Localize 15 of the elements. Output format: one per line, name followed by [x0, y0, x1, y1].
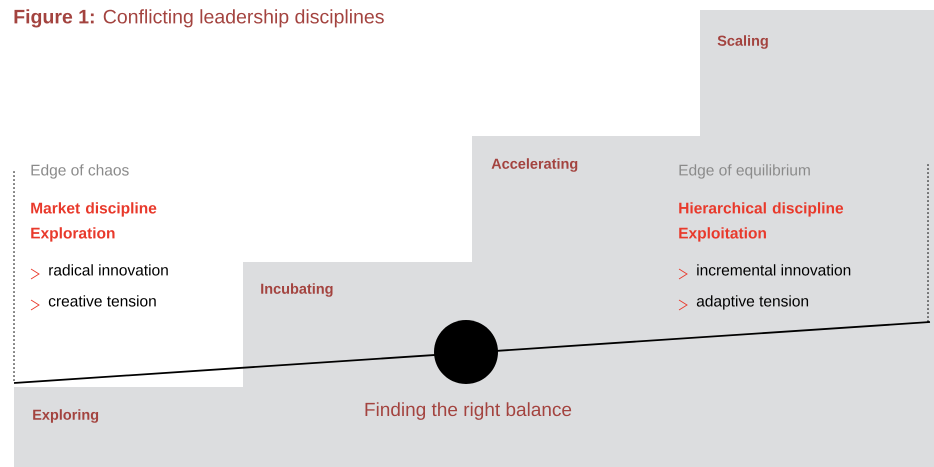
bullet-item: incremental innovation — [697, 264, 850, 276]
node-label: Accelerating — [492, 158, 578, 172]
node-label: Exploring — [33, 409, 98, 423]
bullet-item: creative tension — [48, 295, 156, 307]
discipline-heading: Hierarchical discipline Exploitation — [679, 202, 844, 242]
node-label: Incubating — [261, 283, 333, 297]
balance-caption: Finding the right balance — [366, 402, 572, 420]
discipline-heading: Market discipline Exploration — [31, 202, 156, 242]
bullet-item: radical innovation — [49, 264, 168, 276]
zone-heading: Edge of chaos — [31, 164, 129, 179]
node-label: Scaling — [718, 35, 768, 49]
figure-title: Figure 1: Conflicting leadership disciplines — [14, 9, 384, 28]
zone-heading: Edge of equilibrium — [679, 164, 810, 179]
bullet-item: adaptive tension — [696, 295, 808, 310]
step-band: Scaling — [700, 10, 934, 136]
